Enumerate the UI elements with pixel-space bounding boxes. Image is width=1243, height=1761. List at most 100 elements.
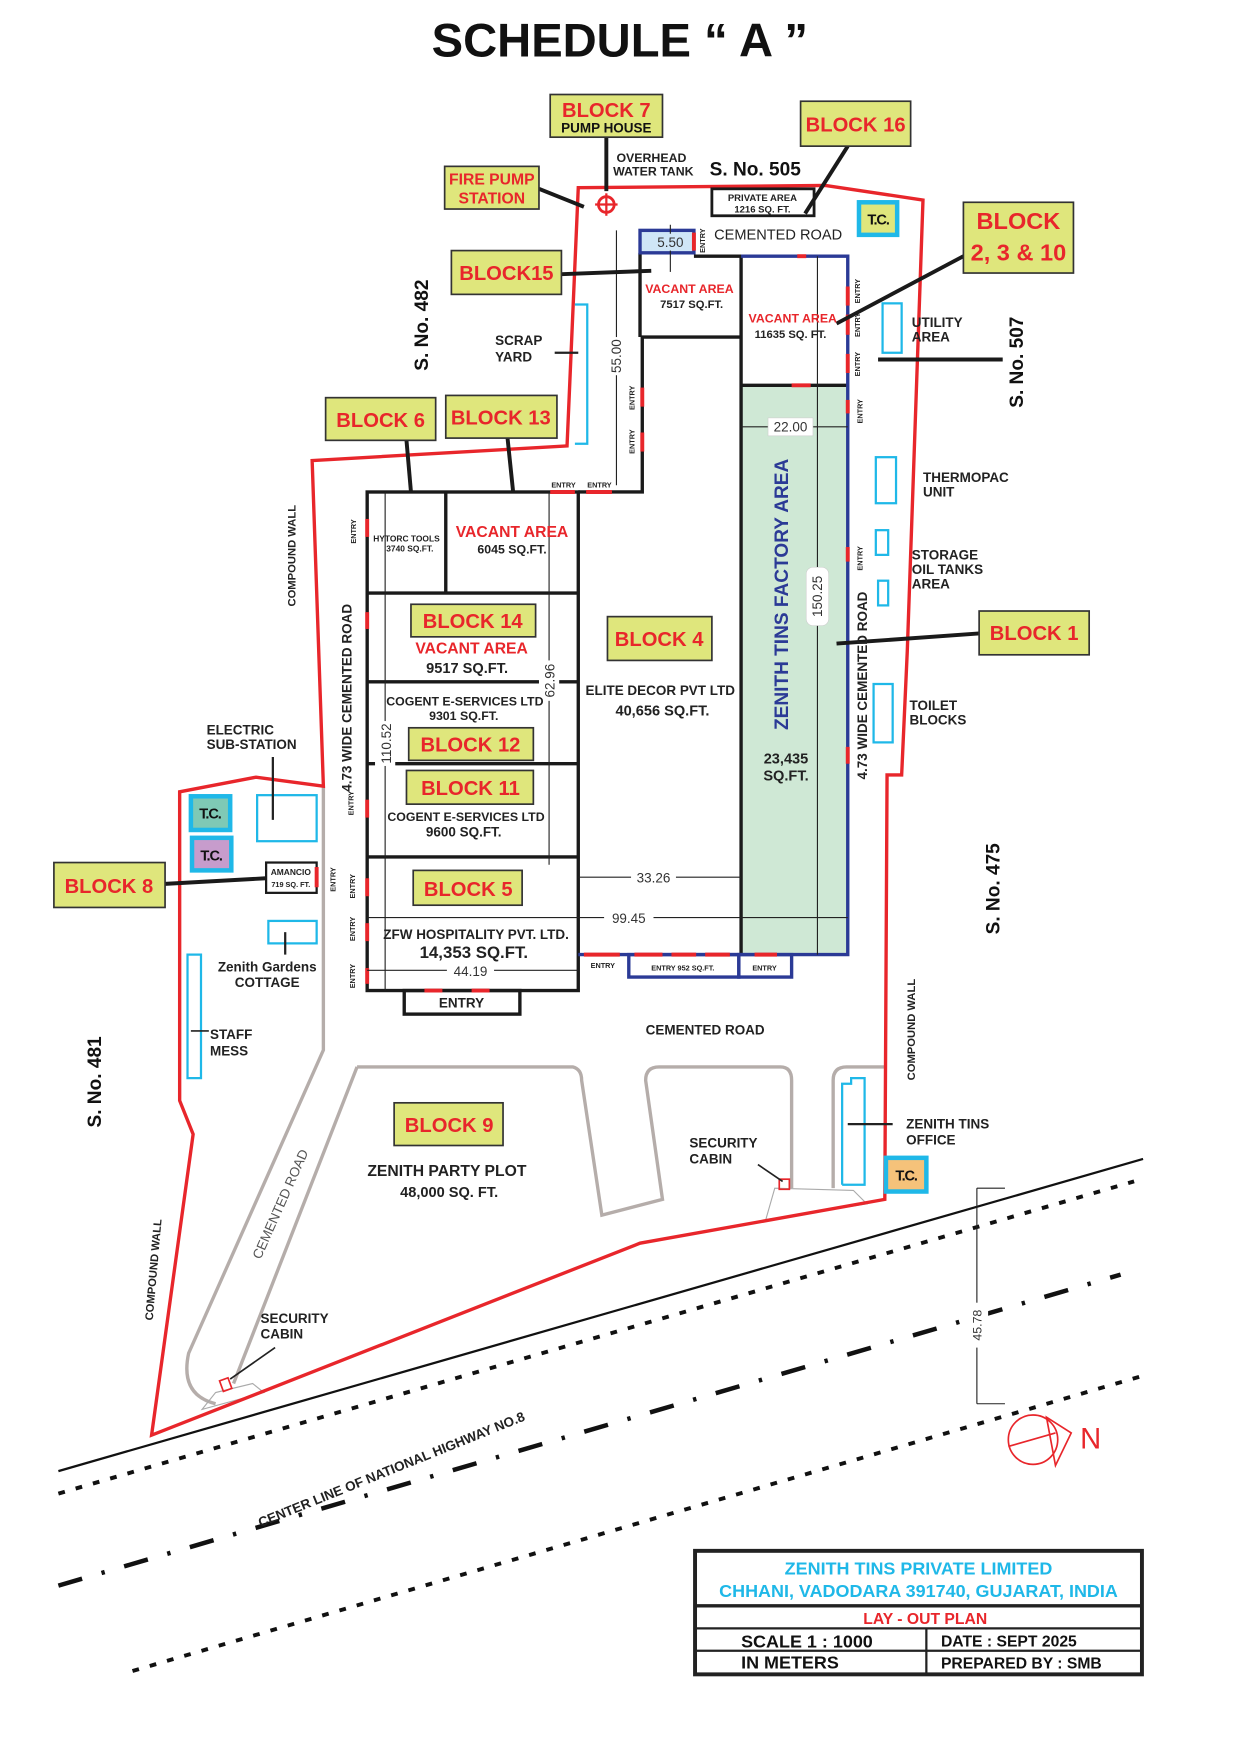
entry-marks: ENTRY ENTRY ENTRY ENTRY ENTRY ENTRY ENTR… xyxy=(314,228,864,993)
dimension-label: 5.50 xyxy=(657,235,683,250)
svg-text:SCRAP: SCRAP xyxy=(495,333,542,348)
svg-text:BLOCK 11: BLOCK 11 xyxy=(421,778,520,800)
svg-text:2, 3 & 10: 2, 3 & 10 xyxy=(971,240,1067,266)
block-16-label: BLOCK 16 xyxy=(799,100,912,147)
dimension-label: 150.25 xyxy=(810,576,825,617)
svg-text:BLOCK 13: BLOCK 13 xyxy=(451,408,551,430)
dimension-label: 55.00 xyxy=(609,339,624,373)
svg-text:BLOCK 8: BLOCK 8 xyxy=(65,876,154,898)
svg-text:PUMP HOUSE: PUMP HOUSE xyxy=(561,121,651,136)
svg-text:VACANT AREA: VACANT AREA xyxy=(415,641,528,658)
svg-text:11635 SQ. FT.: 11635 SQ. FT. xyxy=(755,329,827,341)
svg-text:23,435: 23,435 xyxy=(764,752,809,768)
svg-text:9600 SQ.FT.: 9600 SQ.FT. xyxy=(426,825,502,840)
block-5-label: BLOCK 5 xyxy=(412,869,523,907)
svg-text:48,000 SQ. FT.: 48,000 SQ. FT. xyxy=(400,1185,498,1201)
tc-box xyxy=(188,794,233,833)
fire-pump-station-label: FIRE PUMP STATION xyxy=(443,165,540,210)
entry-label: ENTRY xyxy=(591,961,616,970)
amancio-building xyxy=(264,861,318,894)
svg-text:S. No. 475: S. No. 475 xyxy=(983,843,1004,935)
svg-text:3740 SQ.FT.: 3740 SQ.FT. xyxy=(386,544,433,554)
svg-text:UTILITY: UTILITY xyxy=(912,315,963,330)
entry-label: ENTRY xyxy=(853,279,862,304)
entry-label: ENTRY xyxy=(587,481,612,490)
svg-text:S. No. 481: S. No. 481 xyxy=(85,1036,106,1128)
block-8-label: BLOCK 8 xyxy=(53,861,166,909)
entry-label: ENTRY xyxy=(855,546,864,571)
block-13-label: BLOCK 13 xyxy=(444,394,558,439)
entry-box xyxy=(402,988,522,1016)
svg-text:Zenith Gardens: Zenith Gardens xyxy=(218,959,317,974)
block-6-label: BLOCK 6 xyxy=(324,396,437,442)
block-labels: BLOCK 7 PUMP HOUSE BLOCK 16 FIRE PUMP ST… xyxy=(53,93,1091,1147)
dimension-label: 62.96 xyxy=(543,664,558,698)
svg-text:AREA: AREA xyxy=(912,330,950,345)
dimension-label: 110.52 xyxy=(379,723,394,763)
svg-text:OFFICE: OFFICE xyxy=(906,1132,955,1147)
svg-text:COGENT E-SERVICES LTD: COGENT E-SERVICES LTD xyxy=(387,810,544,824)
block-15-label: BLOCK15 xyxy=(450,249,563,296)
svg-text:FIRE PUMP: FIRE PUMP xyxy=(449,171,535,188)
svg-text:ELECTRIC: ELECTRIC xyxy=(207,723,275,738)
svg-text:S. No. 482: S. No. 482 xyxy=(412,280,433,371)
dimension-label: 44.19 xyxy=(454,964,488,979)
svg-text:THERMOPAC: THERMOPAC xyxy=(923,470,1009,485)
entry-label: ENTRY xyxy=(551,481,576,490)
svg-text:S. No. 505: S. No. 505 xyxy=(710,159,802,180)
compound-wall xyxy=(149,183,925,1438)
units: IN METERS xyxy=(741,1653,839,1673)
svg-text:AMANCIO: AMANCIO xyxy=(271,867,312,877)
svg-text:SECURITY: SECURITY xyxy=(689,1136,757,1151)
svg-text:STATION: STATION xyxy=(459,190,526,207)
svg-text:YARD: YARD xyxy=(495,350,532,365)
wide-road-label: 4.73 WIDE CEMENTED ROAD xyxy=(855,591,870,779)
svg-text:VACANT AREA: VACANT AREA xyxy=(749,311,838,325)
dimension-label: 22.00 xyxy=(774,419,808,434)
entry-label: ENTRY xyxy=(348,874,357,899)
block-9-label: BLOCK 9 xyxy=(393,1101,504,1147)
svg-text:AREA: AREA xyxy=(912,577,950,592)
entry-label: ENTRY xyxy=(752,963,777,972)
svg-text:COGENT E-SERVICES LTD: COGENT E-SERVICES LTD xyxy=(386,694,543,708)
survey-numbers: S. No. 505 S. No. 482 S. No. 507 S. No. … xyxy=(85,159,1028,1127)
svg-text:OVERHEAD: OVERHEAD xyxy=(616,151,686,165)
security-cabin-icon xyxy=(778,1178,791,1191)
security-cabin-icon xyxy=(218,1376,233,1393)
svg-text:COTTAGE: COTTAGE xyxy=(235,975,300,990)
area-labels: OVERHEAD WATER TANK PRIVATE AREA 1216 SQ… xyxy=(144,151,1009,1342)
dimension-lines: 5.50 55.00 22.00 150.25 110.52 62.96 33.… xyxy=(367,224,1005,1405)
road-edge xyxy=(357,1065,794,1218)
svg-text:BLOCK 6: BLOCK 6 xyxy=(336,410,425,432)
entry-label: ENTRY xyxy=(627,385,636,410)
scale: SCALE 1 : 1000 xyxy=(741,1631,873,1651)
title-block: ZENITH TINS PRIVATE LIMITED CHHANI, VADO… xyxy=(693,1548,1144,1677)
block-7-label: BLOCK 7 PUMP HOUSE xyxy=(549,93,664,139)
wide-road-label: 4.73 WIDE CEMENTED ROAD xyxy=(339,604,354,792)
transformer-boxes: T.C. T.C. T.C. T.C. xyxy=(188,200,929,1194)
entry-label: ENTRY xyxy=(348,917,357,942)
svg-text:COMPOUND WALL: COMPOUND WALL xyxy=(286,505,298,607)
block-1-label: BLOCK 1 xyxy=(978,610,1091,656)
highway-lane-line xyxy=(57,1179,1135,1496)
entry-label: ENTRY xyxy=(853,352,862,377)
svg-text:VACANT AREA: VACANT AREA xyxy=(456,524,569,541)
svg-text:CABIN: CABIN xyxy=(261,1327,304,1342)
svg-text:BLOCK 5: BLOCK 5 xyxy=(424,879,513,901)
svg-text:BLOCK15: BLOCK15 xyxy=(459,263,553,285)
highway-lane-line xyxy=(131,1373,1144,1673)
svg-text:STORAGE: STORAGE xyxy=(912,547,978,562)
facility-outlines xyxy=(186,302,903,1393)
highway-label: CENTER LINE OF NATIONAL HIGHWAY NO.8 xyxy=(256,1409,527,1530)
svg-text:BLOCK 16: BLOCK 16 xyxy=(806,115,906,137)
svg-text:9517 SQ.FT.: 9517 SQ.FT. xyxy=(426,661,508,677)
company-address: CHHANI, VADODARA 391740, GUJARAT, INDIA xyxy=(719,1581,1118,1601)
block-12-label: BLOCK 12 xyxy=(407,726,535,762)
road-edge xyxy=(185,786,326,1406)
svg-text:BLOCK 1: BLOCK 1 xyxy=(990,623,1079,645)
svg-text:SQ.FT.: SQ.FT. xyxy=(763,769,808,785)
svg-text:BLOCK 14: BLOCK 14 xyxy=(423,611,524,633)
page-title: SCHEDULE “ A ” xyxy=(432,13,808,66)
entry-label: ENTRY xyxy=(698,228,707,253)
